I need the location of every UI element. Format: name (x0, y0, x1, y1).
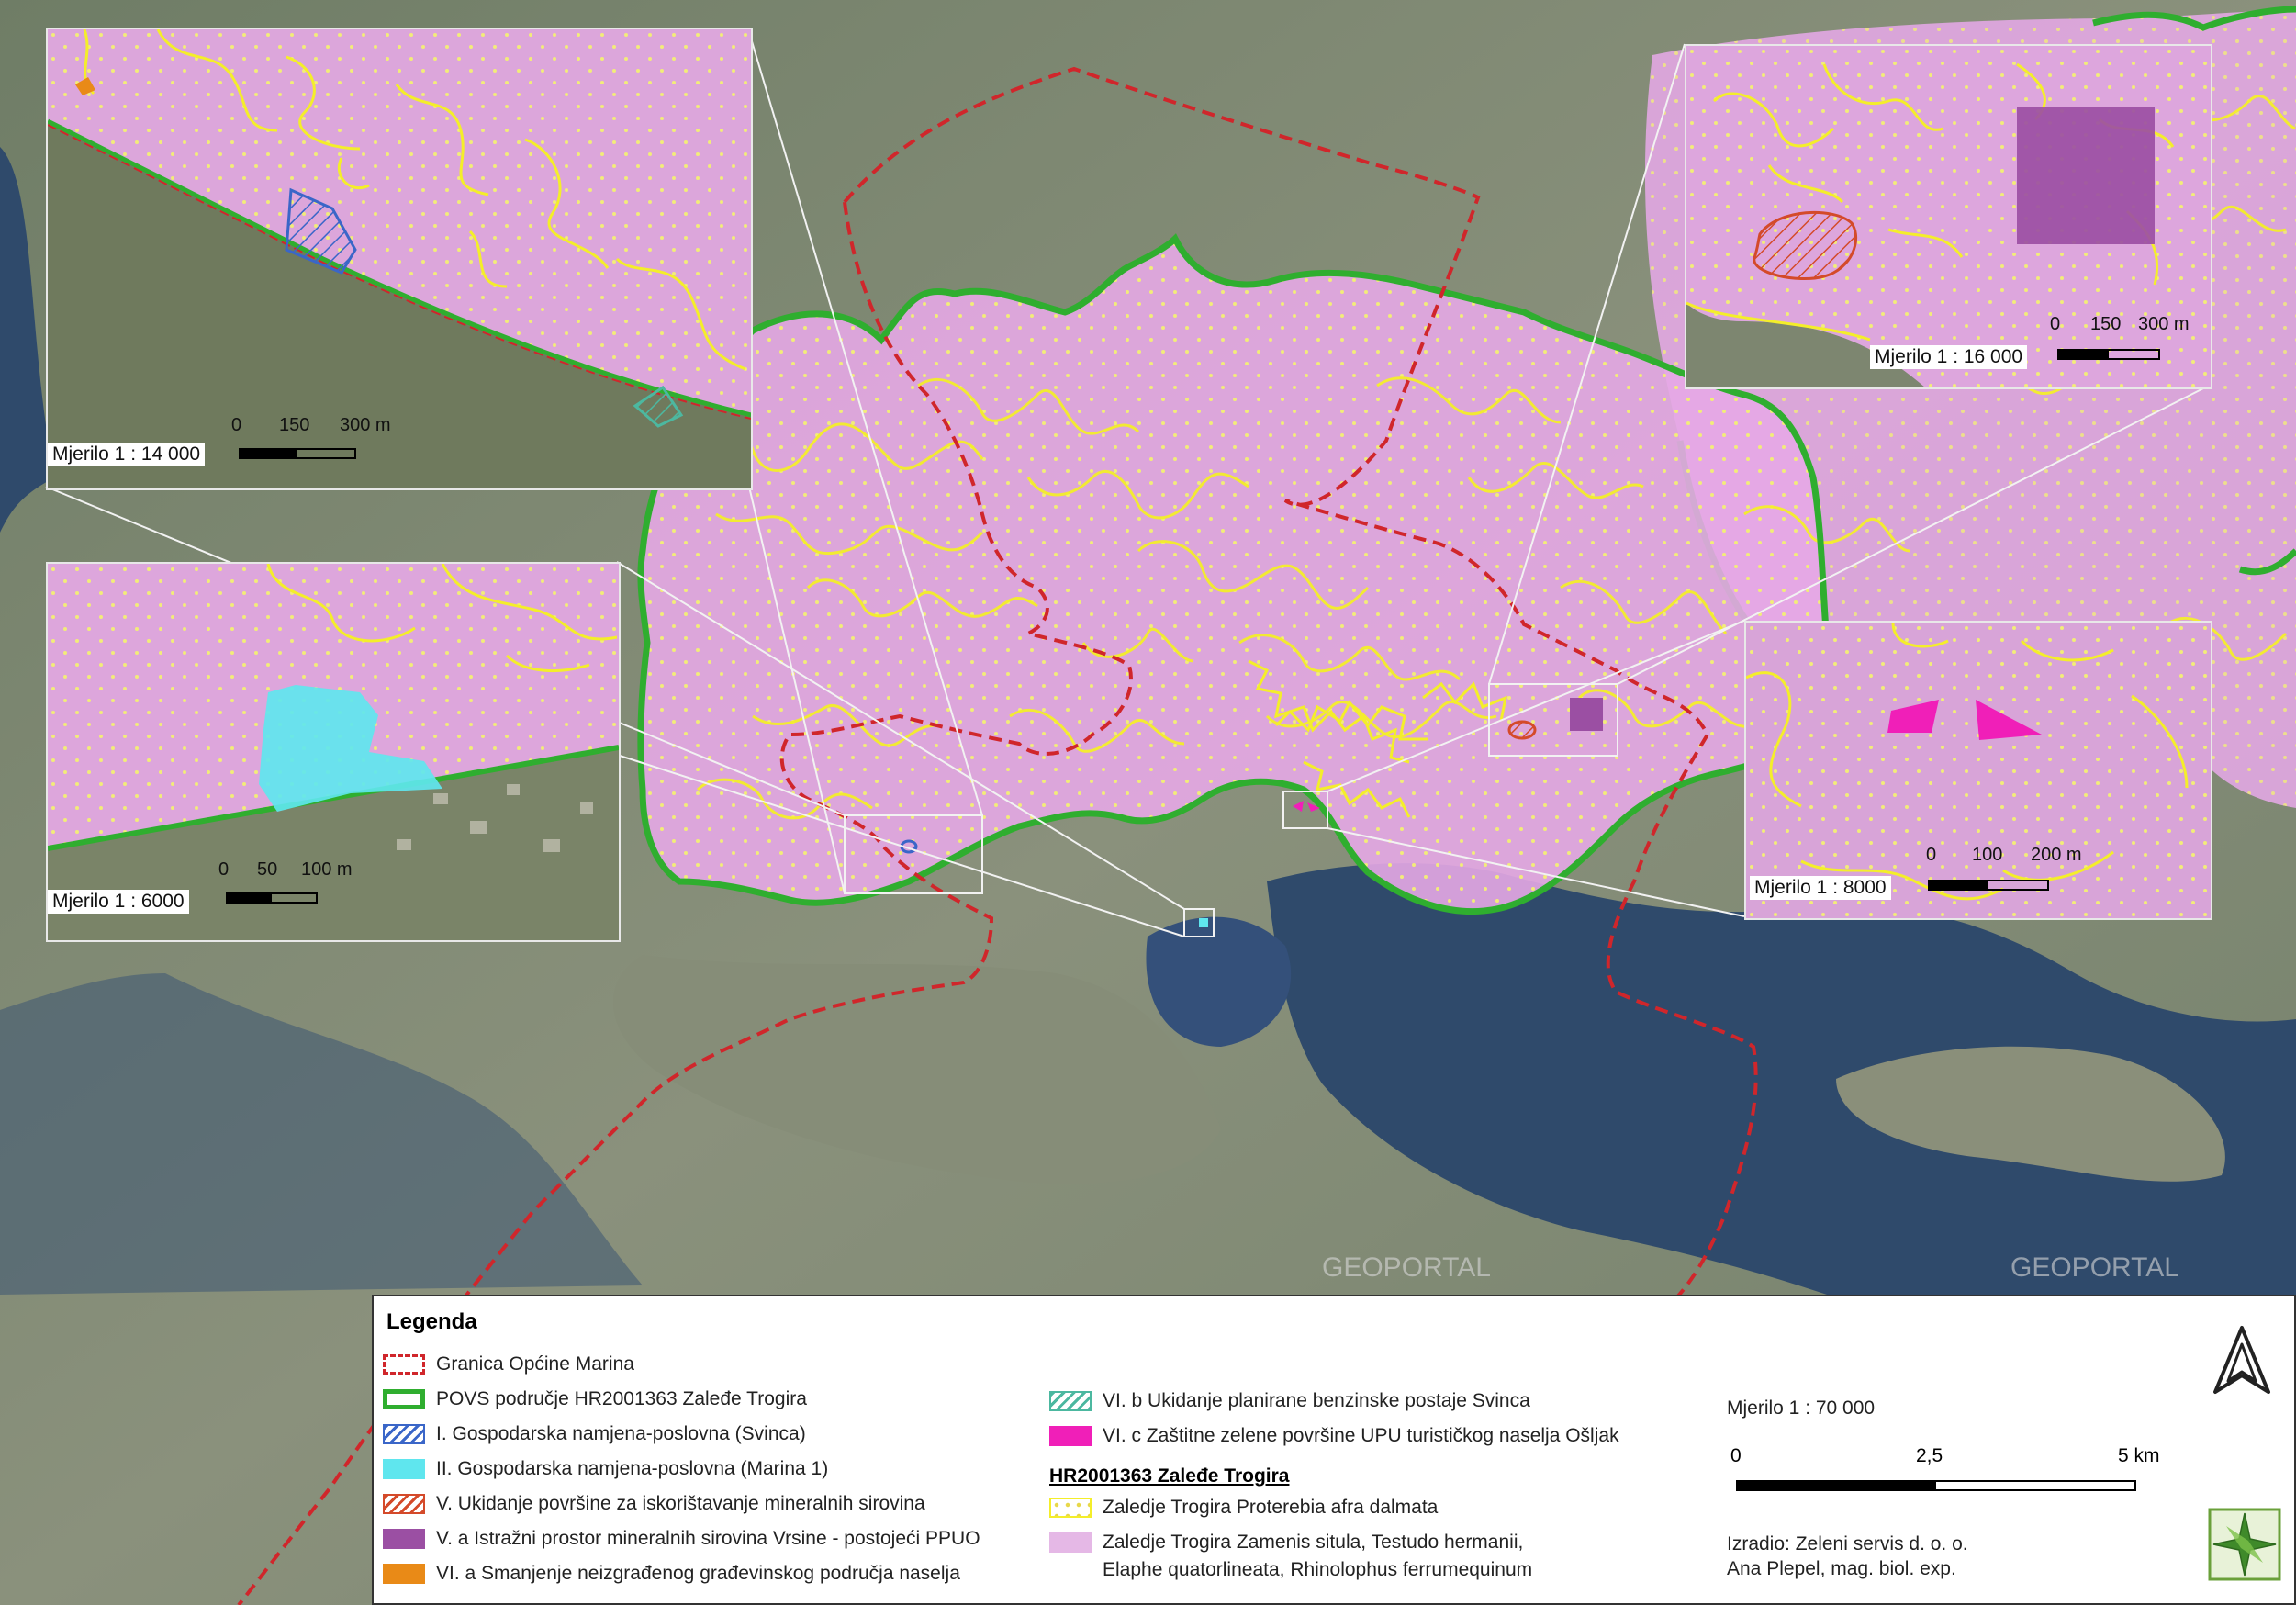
legend-panel: Legenda Granica Općine Marina POVS podru… (372, 1295, 2296, 1605)
dashed-red-outline-icon (383, 1354, 425, 1375)
sea-south (1267, 863, 2296, 1295)
marina-area-main[interactable] (1199, 918, 1208, 927)
scale-tick: 100 m (301, 859, 353, 880)
geoportal-watermark: GEOPORTAL (1322, 1252, 1491, 1283)
legend-item-povs: POVS područje HR2001363 Zaleđe Trogira (383, 1386, 807, 1412)
orange-fill-icon (383, 1564, 425, 1584)
scale-tick: 0 (231, 415, 242, 435)
scale-tick: 0 (218, 859, 230, 880)
legend-item-label: Zaledje Trogira Zamenis situla, Testudo … (1103, 1532, 1524, 1553)
vrsine-area-main[interactable] (1570, 698, 1603, 731)
peninsula (612, 955, 1221, 1184)
main-scale-label: Mjerilo 1 : 70 000 (1727, 1397, 1876, 1419)
inset-svinca[interactable]: 0 150 300 m Mjerilo 1 : 14 000 (46, 28, 753, 490)
scale-bar (239, 448, 356, 459)
legend-item-label: II. Gospodarska namjena-poslovna (Marina… (436, 1458, 829, 1479)
legend-item-mineral: V. Ukidanje površine za iskorištavanje m… (383, 1491, 925, 1517)
legend-item-label: VI. c Zaštitne zelene površine UPU turis… (1103, 1425, 1619, 1446)
legend-item-settlement: VI. a Smanjenje neizgrađenog građevinsko… (383, 1561, 960, 1587)
inset-locator-frames (844, 683, 1618, 937)
osljak-areas-main[interactable] (1293, 801, 1320, 812)
scale-tick: 200 m (2031, 845, 2082, 865)
legend-item-municipal-boundary: Granica Općine Marina (383, 1352, 634, 1377)
inset-svinca-scale-label: Mjerilo 1 : 14 000 (48, 443, 206, 466)
geoportal-watermark-2: GEOPORTAL (2010, 1252, 2179, 1283)
scale-tick: 300 m (340, 415, 391, 435)
scale-tick: 0 (2050, 314, 2061, 334)
credit-line: Ana Plepel, mag. biol. exp. (1727, 1558, 1956, 1579)
compass-rose-logo-icon (2208, 1508, 2281, 1581)
pink-fill-icon (1049, 1532, 1092, 1553)
inset-marina[interactable]: 0 50 100 m Mjerilo 1 : 6000 (46, 562, 621, 942)
scale-tick: 150 (279, 415, 310, 435)
island (1836, 1046, 2225, 1182)
scale-bar (2057, 349, 2160, 360)
legend-item-label: POVS područje HR2001363 Zaleđe Trogira (436, 1388, 807, 1409)
inset-vrsine-scale-label: Mjerilo 1 : 16 000 (1870, 345, 2028, 369)
legend-item-vrsine: V. a Istražni prostor mineralnih sirovin… (383, 1526, 980, 1552)
legend-item-label: V. Ukidanje površine za iskorištavanje m… (436, 1493, 925, 1514)
sea-bay (1146, 916, 1292, 1047)
sea-north-west (0, 147, 55, 533)
sea-southwest (0, 973, 643, 1295)
legend-subhead: HR2001363 Zaleđe Trogira (1049, 1465, 1290, 1487)
main-scale-tick: 2,5 (1916, 1445, 1943, 1466)
legend-item-benzinska: VI. b Ukidanje planirane benzinske posta… (1049, 1388, 1530, 1414)
legend-item-label: I. Gospodarska namjena-poslovna (Svinca) (436, 1423, 806, 1444)
blue-hatch-icon (383, 1424, 425, 1444)
legend-item-zamenis-line2: Elaphe quatorlineata, Rhinolophus ferrum… (1103, 1559, 1533, 1580)
inset-osljak[interactable]: 0 100 200 m Mjerilo 1 : 8000 (1744, 621, 2212, 920)
main-scale-tick: 5 km (2118, 1445, 2160, 1466)
green-outline-icon (383, 1389, 425, 1409)
scale-tick: 50 (257, 859, 278, 880)
legend-item-proterebia: Zaledje Trogira Proterebia afra dalmata (1049, 1495, 1438, 1521)
north-arrow-icon (2213, 1326, 2270, 1394)
legend-item-svinca: I. Gospodarska namjena-poslovna (Svinca) (383, 1421, 806, 1447)
orange-hatch-icon (383, 1494, 425, 1514)
magenta-fill-icon (1049, 1426, 1092, 1446)
main-scale-bar (1736, 1480, 2136, 1491)
main-scale-tick: 0 (1730, 1445, 1742, 1466)
scale-bar (226, 892, 318, 904)
legend-item-marina: II. Gospodarska namjena-poslovna (Marina… (383, 1456, 828, 1482)
inset-osljak-map (1746, 623, 2211, 918)
inset-leader-lines (45, 31, 2210, 937)
inset-vrsine[interactable]: 0 150 300 m Mjerilo 1 : 16 000 (1685, 44, 2212, 389)
scale-bar (1928, 880, 2049, 891)
legend-item-label: Zaledje Trogira Proterebia afra dalmata (1103, 1497, 1439, 1518)
legend-item-osljak: VI. c Zaštitne zelene površine UPU turis… (1049, 1423, 1619, 1449)
cyan-fill-icon (383, 1459, 425, 1479)
inset-marina-scale-label: Mjerilo 1 : 6000 (48, 890, 189, 914)
inset-svinca-map (48, 29, 751, 488)
legend-item-label: VI. b Ukidanje planirane benzinske posta… (1103, 1390, 1530, 1411)
legend-item-zamenis: Zaledje Trogira Zamenis situla, Testudo … (1049, 1530, 1523, 1555)
scale-tick: 100 (1972, 845, 2003, 865)
legend-item-label: V. a Istražni prostor mineralnih sirovin… (436, 1528, 980, 1549)
municipal-boundary (237, 66, 1758, 1605)
inset-osljak-scale-label: Mjerilo 1 : 8000 (1750, 876, 1891, 900)
legend-title: Legenda (386, 1309, 477, 1334)
habitat-dense-cluster (1248, 659, 1508, 818)
inset-vrsine-map (1686, 46, 2211, 387)
teal-hatch-icon (1049, 1391, 1092, 1411)
inset-marina-map (48, 564, 619, 940)
yellow-dots-icon (1049, 1498, 1092, 1518)
legend-item-label: VI. a Smanjenje neizgrađenog građevinsko… (436, 1563, 960, 1584)
scale-tick: 150 (2090, 314, 2122, 334)
scale-tick: 0 (1926, 845, 1937, 865)
mineral-area-main[interactable] (1507, 720, 1537, 740)
credit-line: Izradio: Zeleni servis d. o. o. (1727, 1533, 1968, 1554)
legend-item-label: Granica Općine Marina (436, 1353, 634, 1375)
scale-tick: 300 m (2138, 314, 2190, 334)
purple-fill-icon (383, 1529, 425, 1549)
